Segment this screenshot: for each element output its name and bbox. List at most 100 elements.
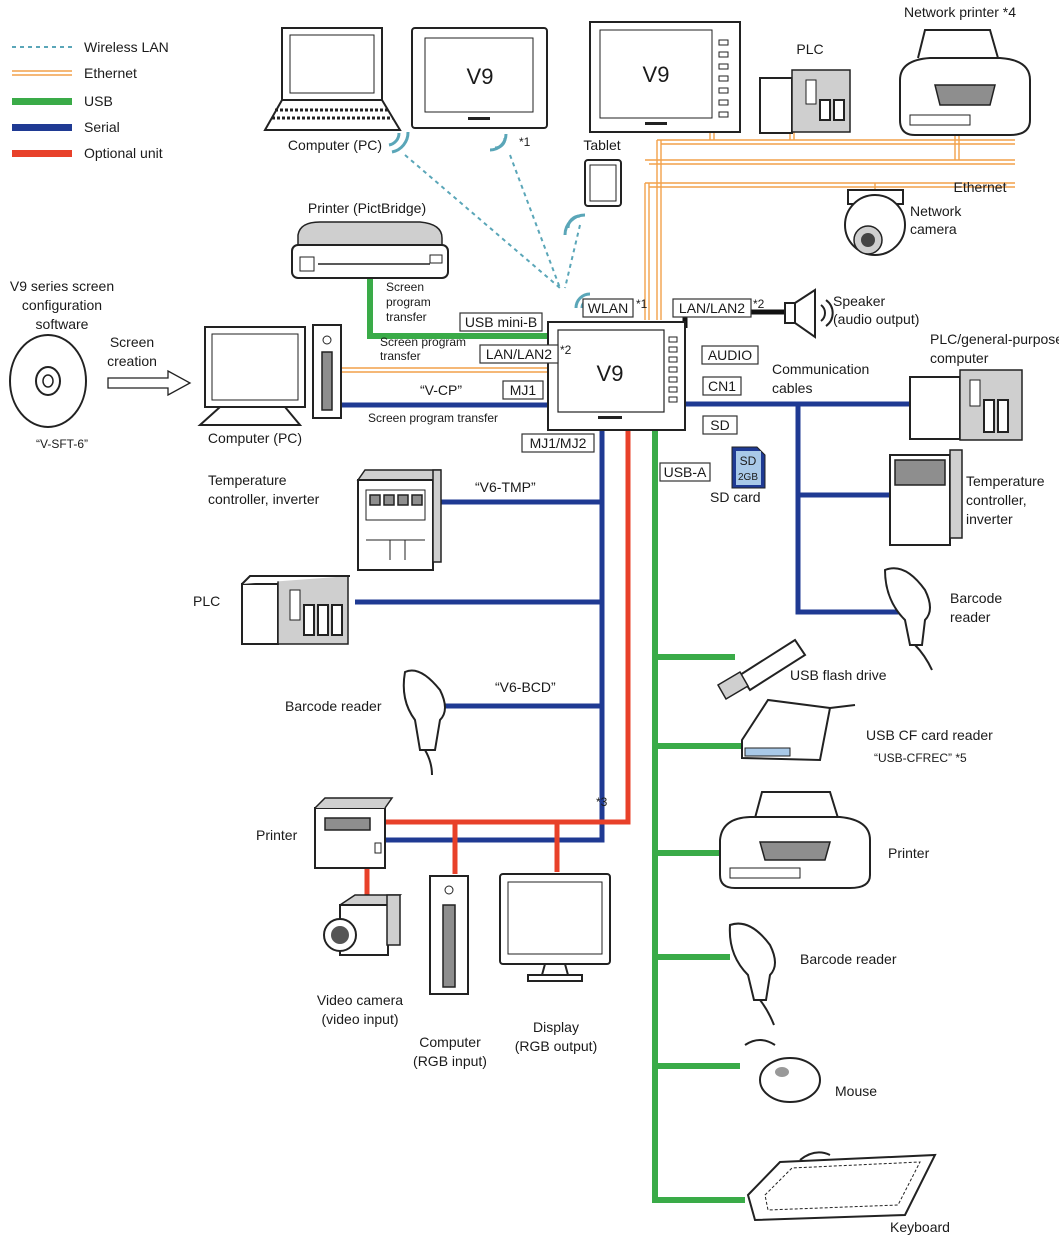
sd-card-size: 2GB [738, 472, 758, 483]
legend-wlan-label: Wireless LAN [84, 39, 169, 55]
spt3-label: Screen program transfer [368, 411, 498, 425]
keyboard: Keyboard [746, 1151, 950, 1235]
v6-tmp-label: “V6-TMP” [475, 479, 536, 495]
main-v9-label: V9 [597, 361, 624, 386]
spt2-line2: transfer [380, 349, 421, 363]
legend-usb-label: USB [84, 93, 113, 109]
printer-right: Printer [719, 791, 930, 889]
legend: Wireless LAN Ethernet USB Serial Optiona… [12, 39, 169, 161]
keyboard-label: Keyboard [890, 1219, 950, 1235]
barcode-usb-label: Barcode reader [800, 951, 897, 967]
v6-bcd-label: “V6-BCD” [495, 679, 556, 695]
port-lan-left-note: *2 [560, 343, 572, 357]
speaker-label-1: Speaker [833, 293, 885, 309]
main-v9-buttons [668, 336, 678, 403]
display-rgb-2: (RGB output) [515, 1038, 597, 1054]
legend-usb-swatch [12, 98, 72, 105]
legend-serial-swatch [12, 124, 72, 131]
network-camera-label-2: camera [910, 221, 957, 237]
computer-rgb-2: (RGB input) [413, 1053, 487, 1069]
sd-card-text: SD [740, 454, 757, 468]
v-cp-label: “V-CP” [420, 382, 462, 398]
port-sd: SD [710, 417, 729, 433]
legend-serial-label: Serial [84, 119, 120, 135]
legend-optional-swatch [12, 150, 72, 157]
mouse: Mouse [744, 1039, 877, 1103]
display-rgb-1: Display [533, 1019, 579, 1035]
temp-controller-left: Temperature controller, inverter “V6-TMP… [208, 469, 536, 571]
usb-flash-drive: USB flash drive [716, 638, 887, 701]
spt1-line1: Screen [386, 280, 424, 294]
v9-top-large: V9 [589, 21, 741, 133]
screen-creation-2: creation [107, 353, 157, 369]
barcode-right-1: Barcode [950, 590, 1002, 606]
port-lan-left: LAN/LAN2 [486, 346, 552, 362]
v9-top-small-label: V9 [467, 64, 494, 89]
network-printer-label: Network printer *4 [904, 4, 1016, 20]
v9-top-small-note: *1 [519, 135, 531, 149]
barcode-reader-right: Barcode reader [883, 567, 1002, 671]
plc-general: PLC/general-purpose computer Communicati… [772, 331, 1059, 441]
temp-left-2: controller, inverter [208, 491, 320, 507]
v9-top-large-label: V9 [643, 62, 670, 87]
tablet: Tablet [563, 137, 622, 236]
usb-cfrec-label: “USB-CFREC” *5 [874, 751, 967, 765]
port-lan-top-note: *2 [753, 297, 765, 311]
speaker-label-2: (audio output) [833, 311, 919, 327]
software-title-3: software [36, 316, 89, 332]
network-printer: Network printer *4 [899, 4, 1031, 136]
port-wlan: WLAN [588, 300, 628, 316]
temp-right-2: controller, [966, 492, 1027, 508]
v9-top-small: V9 *1 [411, 27, 548, 152]
mouse-label: Mouse [835, 1083, 877, 1099]
port-labels: WLAN *1 LAN/LAN2 *2 USB mini-B LAN/LAN2 … [459, 292, 765, 482]
spt1-line3: transfer [386, 310, 427, 324]
video-camera-2: (video input) [321, 1011, 398, 1027]
temp-right-3: inverter [966, 511, 1013, 527]
video-camera: Video camera (video input) [317, 894, 403, 1027]
display-rgb: Display (RGB output) [499, 873, 611, 1054]
network-camera: Network camera [844, 189, 962, 256]
speaker: Speaker (audio output) [784, 288, 919, 339]
tablet-label: Tablet [583, 137, 620, 153]
port-mj1: MJ1 [510, 382, 537, 398]
screen-creation-1: Screen [110, 334, 154, 350]
network-camera-label-1: Network [910, 203, 962, 219]
software-title-1: V9 series screen [10, 278, 114, 294]
usb-cf-label: USB CF card reader [866, 727, 993, 743]
computer-pc-left: Computer (PC) Screen program transfer “V… [197, 324, 498, 446]
barcode-right-2: reader [950, 609, 991, 625]
printer-pictbridge-label: Printer (PictBridge) [308, 200, 426, 216]
legend-ethernet-label: Ethernet [84, 65, 137, 81]
usb-flash-label: USB flash drive [790, 667, 887, 683]
plc-general-1: PLC/general-purpose [930, 331, 1059, 347]
optional-note: *3 [596, 795, 608, 809]
printer-left: Printer [256, 797, 394, 869]
video-camera-1: Video camera [317, 992, 403, 1008]
screen-creation: Screen creation [107, 334, 192, 397]
software-title-2: configuration [22, 297, 102, 313]
port-usb-a: USB-A [664, 464, 707, 480]
port-usb-mini: USB mini-B [465, 314, 537, 330]
arrow-right-icon [107, 369, 192, 397]
cables [340, 115, 1015, 1203]
temp-right-1: Temperature [966, 473, 1045, 489]
port-mj1-mj2: MJ1/MJ2 [530, 435, 587, 451]
printer-left-label: Printer [256, 827, 298, 843]
temp-controller-right: Temperature controller, inverter [889, 449, 1045, 546]
spt1-line2: program [386, 295, 431, 309]
comm-cables-2: cables [772, 380, 812, 396]
port-audio: AUDIO [708, 347, 752, 363]
plc-left-label: PLC [193, 593, 220, 609]
computer-pc-left-label: Computer (PC) [208, 430, 302, 446]
port-cn1: CN1 [708, 378, 736, 394]
barcode-reader-usb: Barcode reader [728, 922, 897, 1026]
laptop-top: Computer (PC) [263, 27, 410, 154]
sd-card: SD 2GB SD card [710, 446, 766, 505]
plc-left: PLC [193, 575, 350, 645]
spt2-line1: Screen program [380, 335, 466, 349]
usb-cf-reader: USB CF card reader “USB-CFREC” *5 [741, 698, 993, 765]
computer-rgb-1: Computer [419, 1034, 481, 1050]
